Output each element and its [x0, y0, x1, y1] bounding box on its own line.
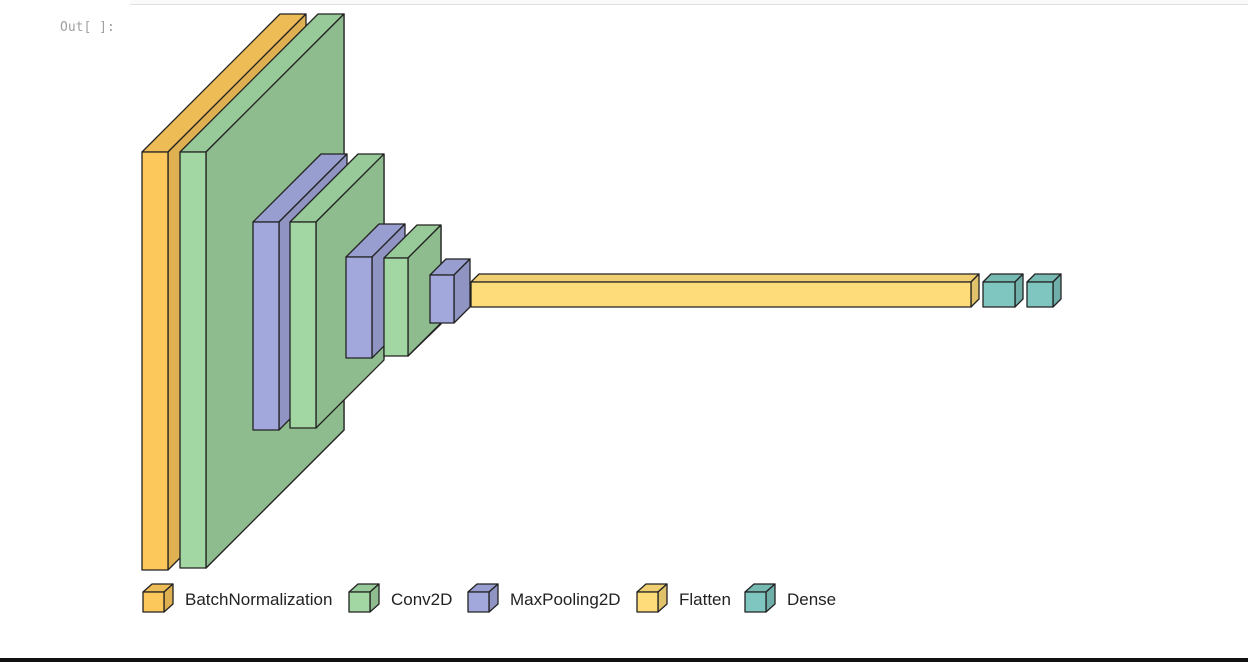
layer-maxpooling2d-3 [429, 258, 471, 324]
legend-label: MaxPooling2D [510, 590, 621, 609]
window-bottom-border [0, 658, 1248, 662]
legend-label: Dense [787, 590, 836, 609]
layer-dense-2-front-face [1026, 281, 1054, 308]
legend-swatch-front [467, 591, 490, 613]
legend-swatch-front [142, 591, 165, 613]
legend-label: BatchNormalization [185, 590, 332, 609]
layer-maxpooling2d-1-front-face [252, 221, 280, 431]
layer-maxpooling2d-3-front-face [429, 274, 455, 324]
layer-batchnormalization-front-face [141, 151, 169, 571]
layer-dense-1 [982, 273, 1024, 308]
layer-maxpooling2d-2-front-face [345, 256, 373, 359]
layer-conv2d-2-front-face [289, 221, 317, 429]
legend-item-dense: Dense [744, 583, 836, 613]
legend-label: Conv2D [391, 590, 452, 609]
layer-conv2d-1-front-face [179, 151, 207, 569]
layer-stack [141, 13, 1062, 571]
layer-flatten-top-face [470, 273, 980, 283]
previous-cell-border [130, 0, 1248, 5]
legend-item-conv2d: Conv2D [348, 583, 452, 613]
layer-flatten-front-face [470, 281, 972, 308]
legend-item-batchnormalization: BatchNormalization [142, 583, 332, 613]
layer-conv2d-3-front-face [383, 257, 409, 357]
layer-flatten [470, 273, 980, 308]
legend-item-flatten: Flatten [636, 583, 731, 613]
legend: BatchNormalization Conv2D MaxPooling2D Flat… [142, 583, 836, 613]
legend-swatch-front [636, 591, 659, 613]
legend-label: Flatten [679, 590, 731, 609]
legend-item-maxpooling2d: MaxPooling2D [467, 583, 621, 613]
legend-swatch-front [744, 591, 767, 613]
legend-swatch-front [348, 591, 371, 613]
output-prompt: Out[ ]: [60, 20, 115, 35]
layer-dense-2 [1026, 273, 1062, 308]
layer-dense-1-front-face [982, 281, 1016, 308]
